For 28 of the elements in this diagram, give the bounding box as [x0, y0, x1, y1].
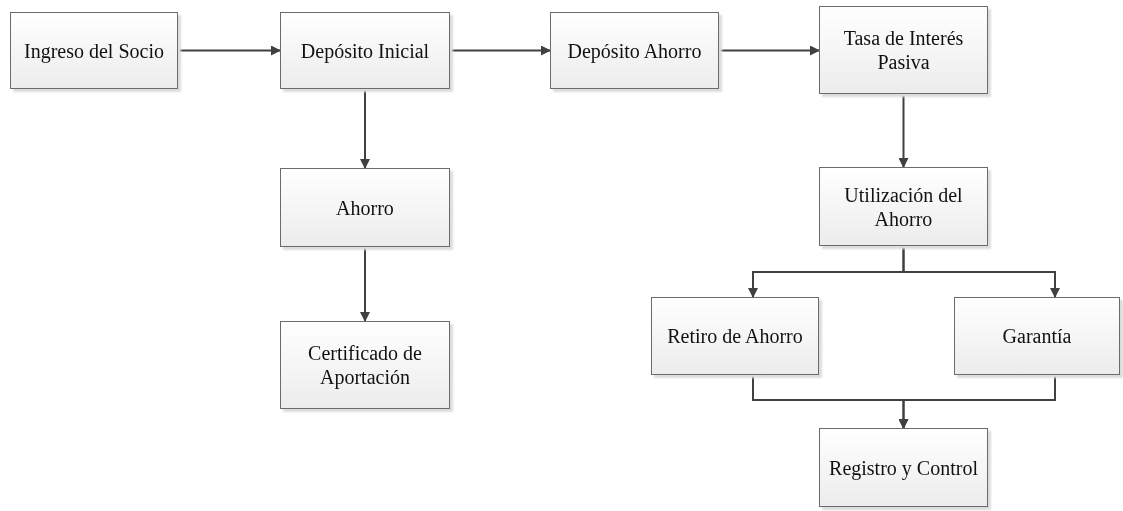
box-label: Retiro de Ahorro [667, 324, 803, 348]
process-box [280, 12, 450, 89]
arrow [449, 45, 551, 56]
process-box [819, 167, 988, 246]
arrow [360, 246, 370, 322]
arrow [360, 88, 370, 169]
process-box [280, 321, 450, 409]
process-box [954, 297, 1120, 375]
process-box [280, 168, 450, 247]
arrow [902, 245, 1060, 298]
arrow [898, 93, 909, 168]
box-label: Registro y Control [829, 455, 978, 480]
arrow [718, 45, 820, 56]
process-box [550, 12, 719, 89]
process-box [819, 6, 988, 94]
box-label: Tasa de Interés Pasiva [842, 26, 965, 74]
process-box [819, 428, 988, 507]
box-label: Utilización del Ahorro [843, 182, 964, 231]
box-label: Depósito Inicial [300, 38, 430, 63]
process-box [651, 297, 819, 375]
box-label: Ingreso del Socio [24, 38, 164, 63]
box-label: Ahorro [336, 195, 394, 220]
process-box [10, 12, 178, 89]
box-label: Certificado de Aportación [307, 341, 423, 389]
box-label: Garantía [1002, 324, 1072, 348]
arrow [177, 45, 281, 56]
box-label: Depósito Ahorro [567, 38, 702, 63]
arrow [898, 374, 1056, 429]
